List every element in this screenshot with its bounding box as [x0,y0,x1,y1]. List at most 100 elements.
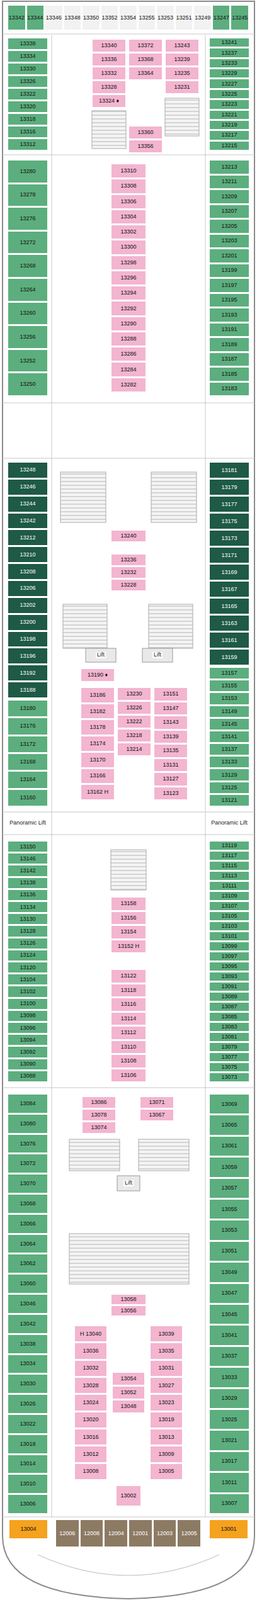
cabin-number: 13098 [19,1013,36,1020]
cabin-box: 13124 [7,950,48,962]
cabin-box: 13278 [7,183,48,208]
cabin-number: 13074 [90,1125,107,1132]
cabin-box: 13134 [7,902,48,914]
cabin-box: 13010 [7,1475,48,1495]
cabin-box: 13282 [110,377,147,393]
cabin-number: 13114 [120,1016,137,1023]
cabin-box: 13250 [7,372,48,397]
cabin-number: 13028 [82,1383,99,1390]
cabin-box: 13116 [110,998,147,1013]
cabin-box: 13107 [209,902,250,912]
cabin-number: 13012 [82,1452,99,1459]
cabin-number: 13049 [221,1270,237,1277]
cabin-box: 13083 [209,1022,250,1033]
cabin-box: 13001 [209,1520,249,1541]
cabin-number: 13227 [221,81,237,87]
cabin-box: 13183 [209,382,250,397]
cabin-box: 13330 [7,62,48,75]
cabin-box: 13112 [110,1026,147,1041]
cabin-number: 13196 [19,653,36,660]
cabin-box: 13027 [149,1378,183,1395]
cabin-number: 13102 [19,989,36,996]
cabin-box: 13235 [165,66,200,80]
cabin-number: 13187 [221,356,237,363]
cabin-box: 13033 [209,1368,250,1389]
cabin-number: 13336 [100,56,117,63]
cabin-number: 13250 [19,381,36,388]
cabin-box: 13205 [209,219,250,234]
cabin-number: 13053 [221,1228,237,1234]
cabin-box: 13081 [209,1033,250,1043]
cabin-box: 13320 [7,100,48,113]
cabin-number: 13208 [19,569,36,576]
cabin-number: 13027 [158,1383,174,1390]
cabin-number: 13346 [45,15,62,21]
cabin-box: 13248 [7,462,48,479]
area-label: Lift [123,1181,134,1188]
cabin-box: 13296 [110,270,147,286]
cabin-number: 13041 [221,1333,237,1340]
cabin-box: 13322 [7,88,48,101]
cabin-number: 13117 [221,853,237,860]
cabin-box: 13168 [7,753,48,771]
cabin-box: 13245 [230,5,249,31]
cabin-number: 13312 [19,141,36,148]
cabin-box: 13046 [7,1295,48,1315]
cabin-box: 13208 [7,563,48,581]
cabin-number: 13330 [19,66,36,72]
cabin-box: 13264 [7,278,48,302]
cabin-box: 13013 [149,1429,183,1447]
cabin-box: 13084 [7,1094,48,1115]
cabin-number: 13368 [137,56,154,63]
cabin-number: 13225 [221,91,237,98]
cabin-box: 13294 [110,285,147,301]
cabin-box: 13145 [209,718,250,731]
cabin-number: 13077 [221,1055,237,1061]
cabin-number: 13055 [221,1207,237,1214]
cabin-box: 13288 [110,331,147,347]
cabin-box: 13166 [80,769,115,785]
cabin-box: 13087 [209,1002,250,1013]
cabin-number: 13042 [19,1322,36,1328]
cabin-number: 13119 [221,843,237,850]
cabin-box: 13328 [91,80,126,94]
cabin-number: 13195 [221,297,237,303]
cabin-box: 13197 [209,278,250,293]
cabin-box: 13182 [80,704,115,720]
cabin-box: 13007 [209,1494,250,1515]
cabin-number: 13214 [125,747,142,753]
cabin-number: 12006 [59,1531,75,1538]
cabin-number: 13185 [221,371,237,378]
cabin-number: 13097 [221,954,237,960]
cabin-box: 13255 [137,5,157,31]
cabin-box: 13115 [209,861,250,872]
cabin-number: 13142 [19,868,36,875]
cabin-number: 13233 [221,60,237,67]
cabin-box: 13318 [7,113,48,126]
cabin-number: 13088 [19,1073,36,1080]
cabin-number: 13153 [221,696,237,702]
cabin-number: 13222 [125,719,142,726]
cabin-box: 13017 [209,1452,250,1473]
cabin-box: 13372 [128,39,163,53]
cabin-box: 13018 [7,1435,48,1456]
cabin-number: 13240 [120,533,137,540]
cabin-number: 13229 [221,70,237,77]
cabin-box: 13189 [209,337,250,353]
cabin-box: 13147 [153,702,188,717]
cabin-box: 13032 [74,1361,108,1378]
cabin-box: 13338 [7,37,48,50]
cabin-number: 13280 [19,168,36,175]
cabin-box: 13098 [7,1010,48,1023]
cabin-box: 13041 [209,1325,250,1347]
cabin-number: 13209 [221,194,237,200]
cabin-box: 13304 [110,209,147,225]
cabin-box: 13151 [153,687,188,702]
cabin-number: 13167 [221,587,237,593]
cabin-number: 13086 [90,1100,107,1107]
cabin-box: 12005 [177,1520,201,1549]
cabin-box: 13071 [139,1097,174,1110]
cabin-number: 13268 [19,263,36,269]
cabin-number: 13286 [120,351,137,358]
